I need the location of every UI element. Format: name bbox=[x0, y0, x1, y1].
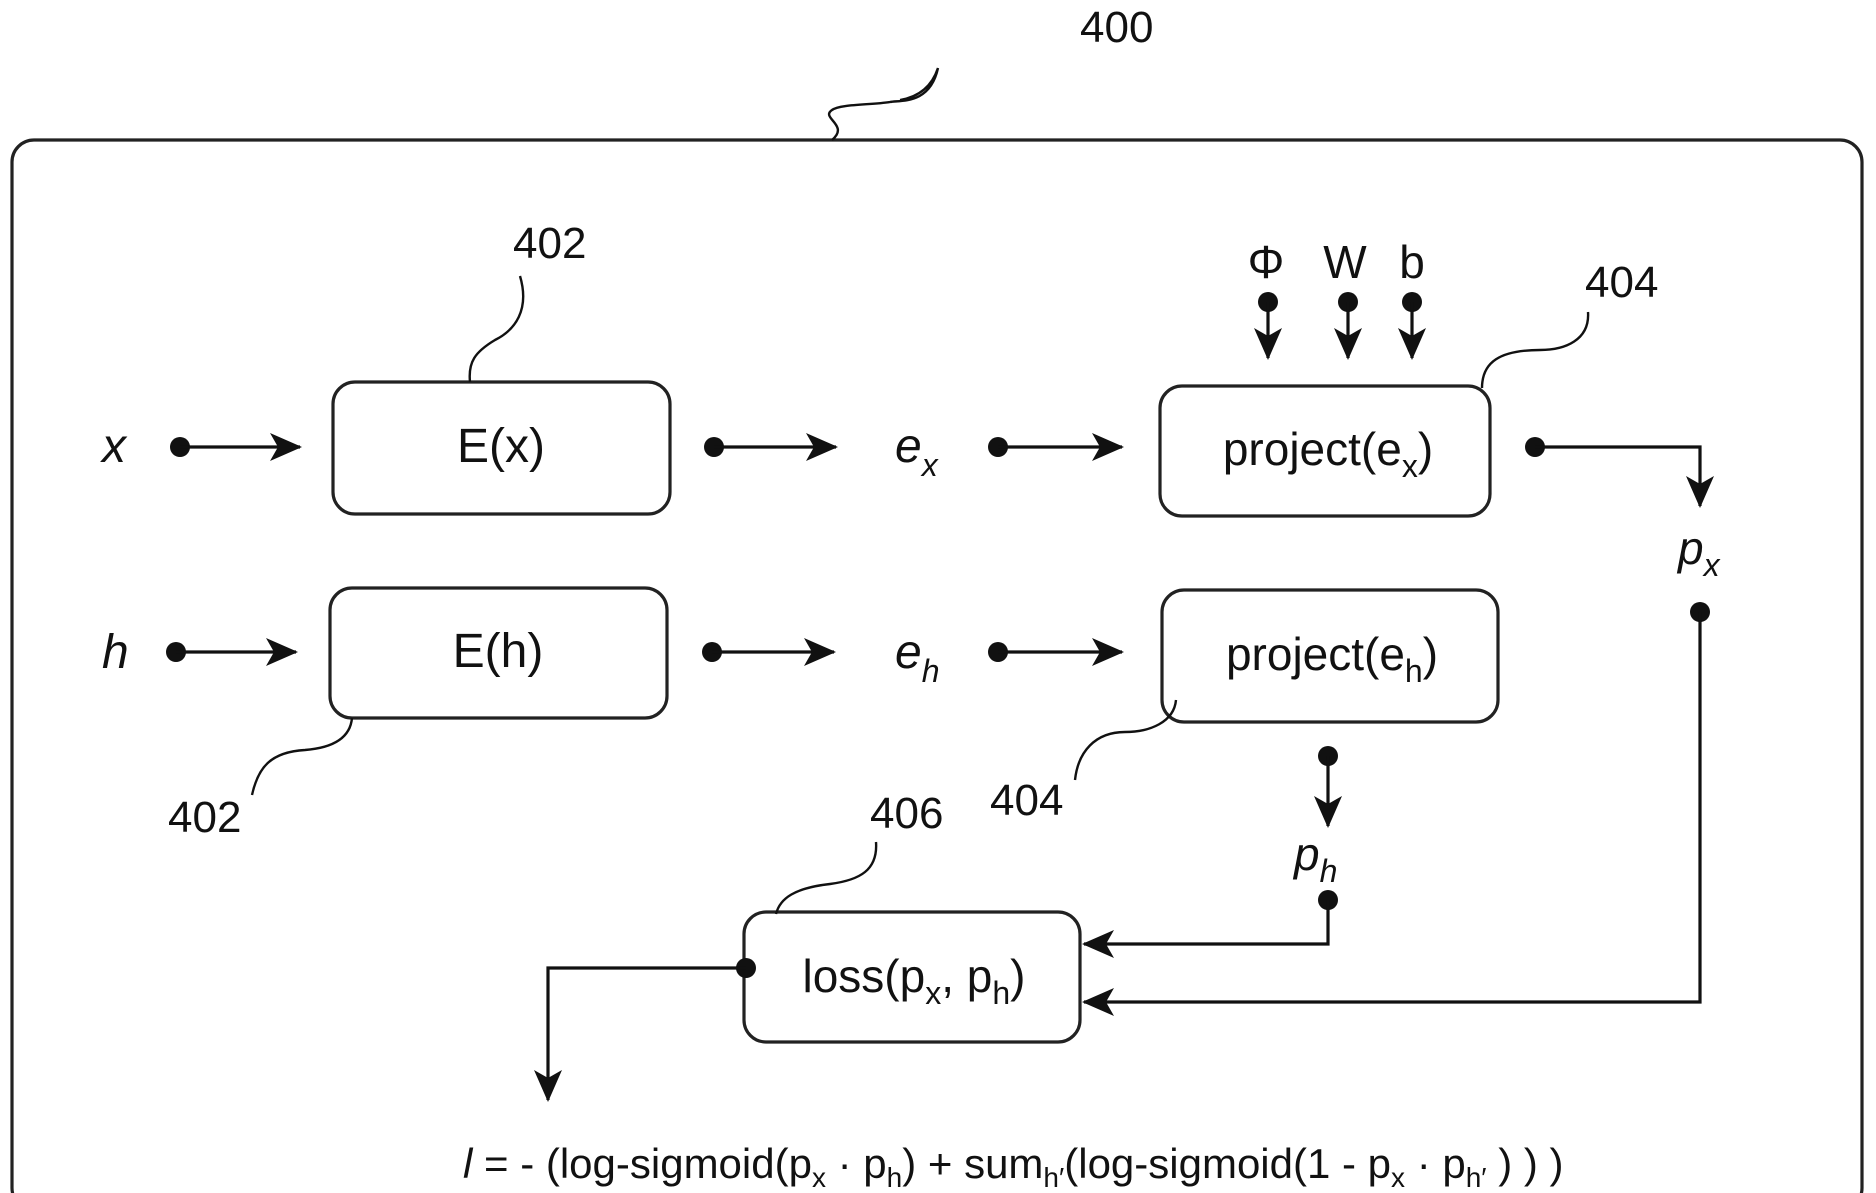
loss-formula: l = - (log-sigmoid(px · ph) + sumh′(log-… bbox=[463, 1140, 1564, 1193]
leader-402-top bbox=[470, 276, 524, 382]
arrow-loss-output bbox=[548, 968, 746, 1100]
ref-label-400: 400 bbox=[1080, 3, 1153, 52]
param-w-label: W bbox=[1323, 236, 1367, 288]
ref-label-404-bottom: 404 bbox=[990, 776, 1063, 825]
loss-label: loss(px, ph) bbox=[803, 950, 1026, 1011]
arrow-project-x-to-px bbox=[1535, 447, 1700, 506]
input-h-label: h bbox=[102, 626, 129, 679]
embedding-eh-label: eh bbox=[895, 626, 940, 689]
ref-label-402-bottom: 402 bbox=[168, 793, 241, 842]
embedding-ex-label: ex bbox=[895, 420, 939, 483]
leader-402-bottom bbox=[252, 718, 352, 795]
param-b-label: b bbox=[1399, 236, 1425, 288]
param-phi-label: Φ bbox=[1248, 236, 1285, 288]
ref-label-406: 406 bbox=[870, 789, 943, 838]
encoder-h-label: E(h) bbox=[453, 625, 544, 678]
input-x-label: x bbox=[100, 420, 128, 473]
projection-ph-label: ph bbox=[1292, 828, 1337, 889]
arrow-ph-to-loss bbox=[1084, 900, 1328, 944]
leader-406 bbox=[776, 842, 876, 914]
leader-404-top bbox=[1482, 312, 1588, 388]
leader-404-bottom bbox=[1075, 700, 1176, 780]
projection-px-label: px bbox=[1676, 522, 1721, 583]
ref-label-404-top: 404 bbox=[1585, 258, 1658, 307]
encoder-x-label: E(x) bbox=[457, 420, 545, 473]
leader-400 bbox=[829, 68, 938, 140]
ref-label-402-top: 402 bbox=[513, 219, 586, 268]
project-x-label: project(ex) bbox=[1223, 423, 1433, 484]
